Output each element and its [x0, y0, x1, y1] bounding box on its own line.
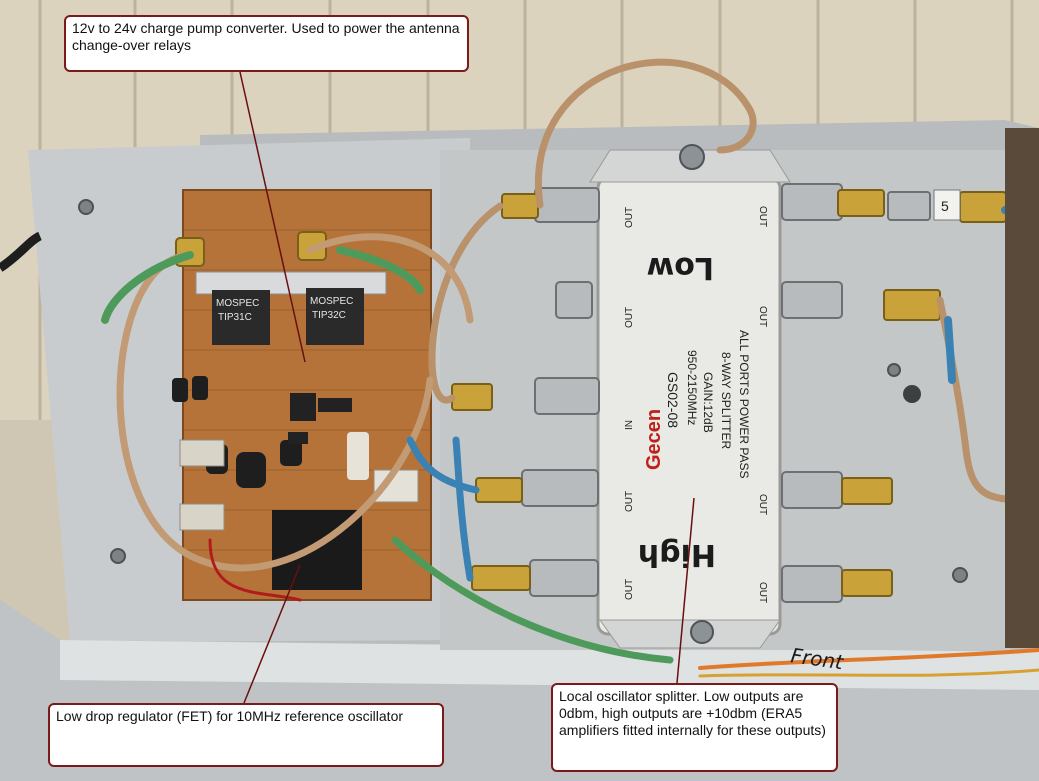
coax-cables: [101, 58, 1039, 678]
callout-charge-pump: 12v to 24v charge pump converter. Used t…: [64, 15, 469, 72]
port-out-label-1: OUT: [624, 207, 635, 228]
splitter-brand: Gecen: [643, 409, 665, 470]
callout-regulator: Low drop regulator (FET) for 10MHz refer…: [48, 703, 444, 767]
splitter-note: ALL PORTS POWER PASS: [737, 330, 751, 479]
chassis-hole: [903, 385, 921, 403]
splitter-gain: GAIN:12dB: [701, 372, 715, 433]
relay-clip-bottom: [179, 503, 225, 531]
sma-connectors: [521, 183, 931, 603]
transistor-right-part: TIP32C: [312, 310, 346, 321]
port-out-label-3: OUT: [624, 491, 635, 512]
handwritten-low: Low: [647, 250, 714, 285]
cable-label-tag: [933, 189, 961, 221]
transistor-left-maker: MOSPEC: [216, 298, 259, 309]
transistor-right: [306, 288, 364, 345]
port-out-label-8: OUT: [757, 582, 768, 603]
splitter-model: GS02-08: [665, 372, 681, 428]
leader-lines: [239, 71, 695, 704]
transistor-left-part: TIP31C: [218, 312, 252, 323]
connector-block: [373, 469, 419, 503]
transistor-right-maker: MOSPEC: [310, 296, 353, 307]
port-out-label-4: OUT: [624, 579, 635, 600]
splitter-bolt-top: [679, 144, 705, 170]
splitter-bolt-bottom: [690, 620, 714, 644]
right-electronics: [1005, 128, 1039, 648]
port-in-label: IN: [624, 420, 635, 430]
handwritten-high: High: [638, 537, 716, 572]
gold-connectors: [175, 189, 1007, 597]
chassis-front-edge: [60, 640, 1039, 690]
port-out-label-5: OUT: [757, 206, 768, 227]
ic-chips: [288, 393, 352, 444]
splitter-type: 8-WAY SPLITTER: [719, 352, 733, 449]
port-out-label-7: OUT: [757, 494, 768, 515]
power-cable: [0, 231, 43, 272]
splitter-freq: 950-2150MHz: [685, 350, 699, 425]
port-out-label-6: OUT: [757, 306, 768, 327]
callout-splitter: Local oscillator splitter. Low outputs a…: [551, 683, 838, 772]
port-out-label-2: OUT: [624, 307, 635, 328]
transistor-left: [212, 290, 270, 345]
relay-clip-top: [179, 439, 225, 467]
splitter-mount-bottom: [599, 619, 781, 649]
cable-label: 5: [941, 198, 949, 214]
